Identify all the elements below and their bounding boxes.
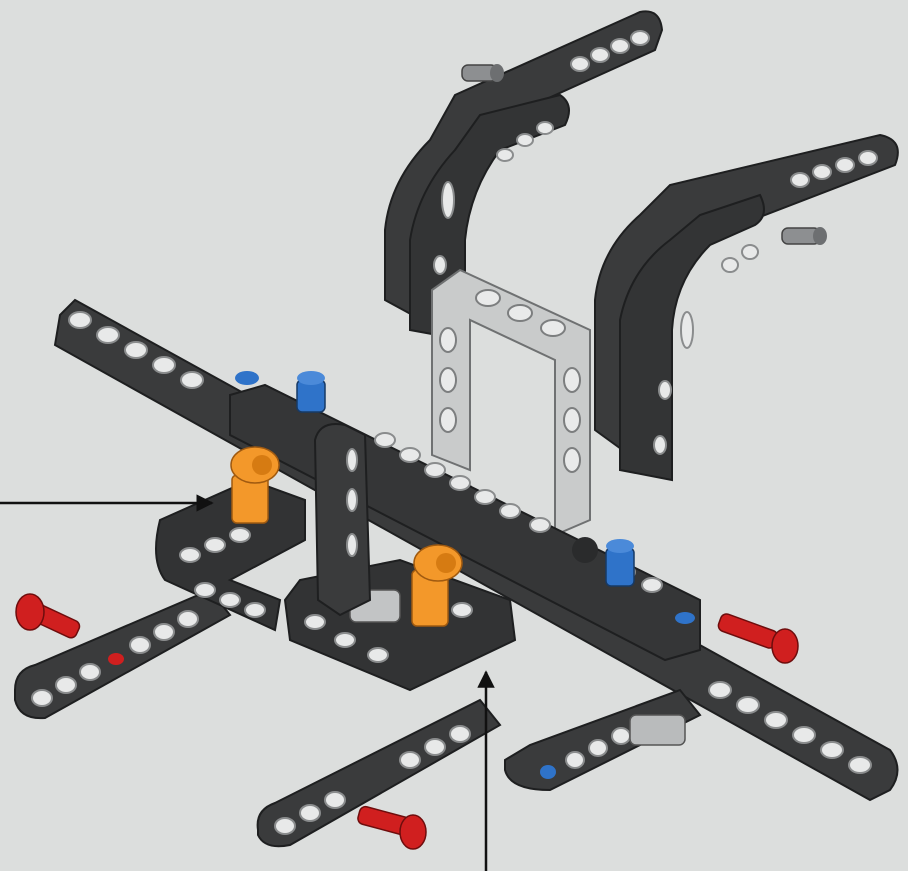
upright-arm-right [595, 135, 898, 480]
friction-pin-red-left [16, 594, 81, 640]
beam-vertical-center [315, 424, 370, 615]
axle-pin-gray-top [462, 64, 504, 82]
friction-pin-red-bottom [357, 805, 426, 849]
beam-lower-right [505, 690, 700, 790]
axle-pin-gray-right [782, 227, 827, 245]
friction-pin-red-right [717, 612, 798, 663]
axle-pin-blue-2 [606, 539, 634, 586]
axle-pin-blue-1 [297, 371, 325, 412]
ball-joint [572, 537, 598, 563]
